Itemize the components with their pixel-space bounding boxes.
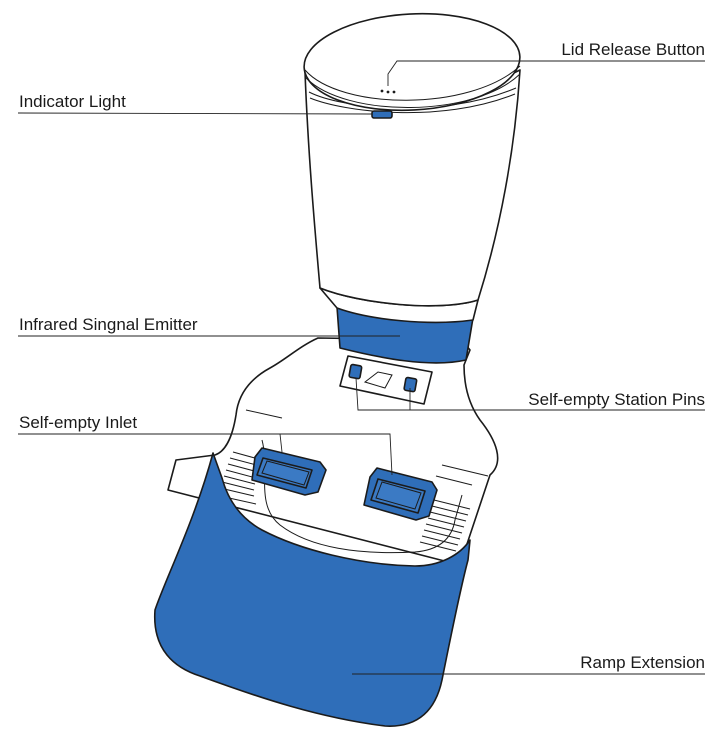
bin-lid [303,12,521,112]
station-pin-right [403,376,418,393]
label-infrared-emitter: Infrared Singnal Emitter [19,315,198,334]
self-empty-inlet-right [363,467,438,521]
label-indicator-light: Indicator Light [19,92,126,111]
label-station-pins: Self-empty Station Pins [528,390,705,409]
label-self-empty-inlet: Self-empty Inlet [19,413,137,432]
station-pin-left [348,363,363,380]
label-ramp-extension: Ramp Extension [580,653,705,672]
label-lid-release-button: Lid Release Button [561,40,705,59]
right-grip-strips [419,464,489,552]
leader-lines [17,60,705,675]
ramp-extension [154,452,471,727]
indicator-light [371,110,393,119]
self-empty-inlet-left [251,447,327,496]
lid-release-button [380,89,396,94]
station-pins-panel [339,355,433,405]
